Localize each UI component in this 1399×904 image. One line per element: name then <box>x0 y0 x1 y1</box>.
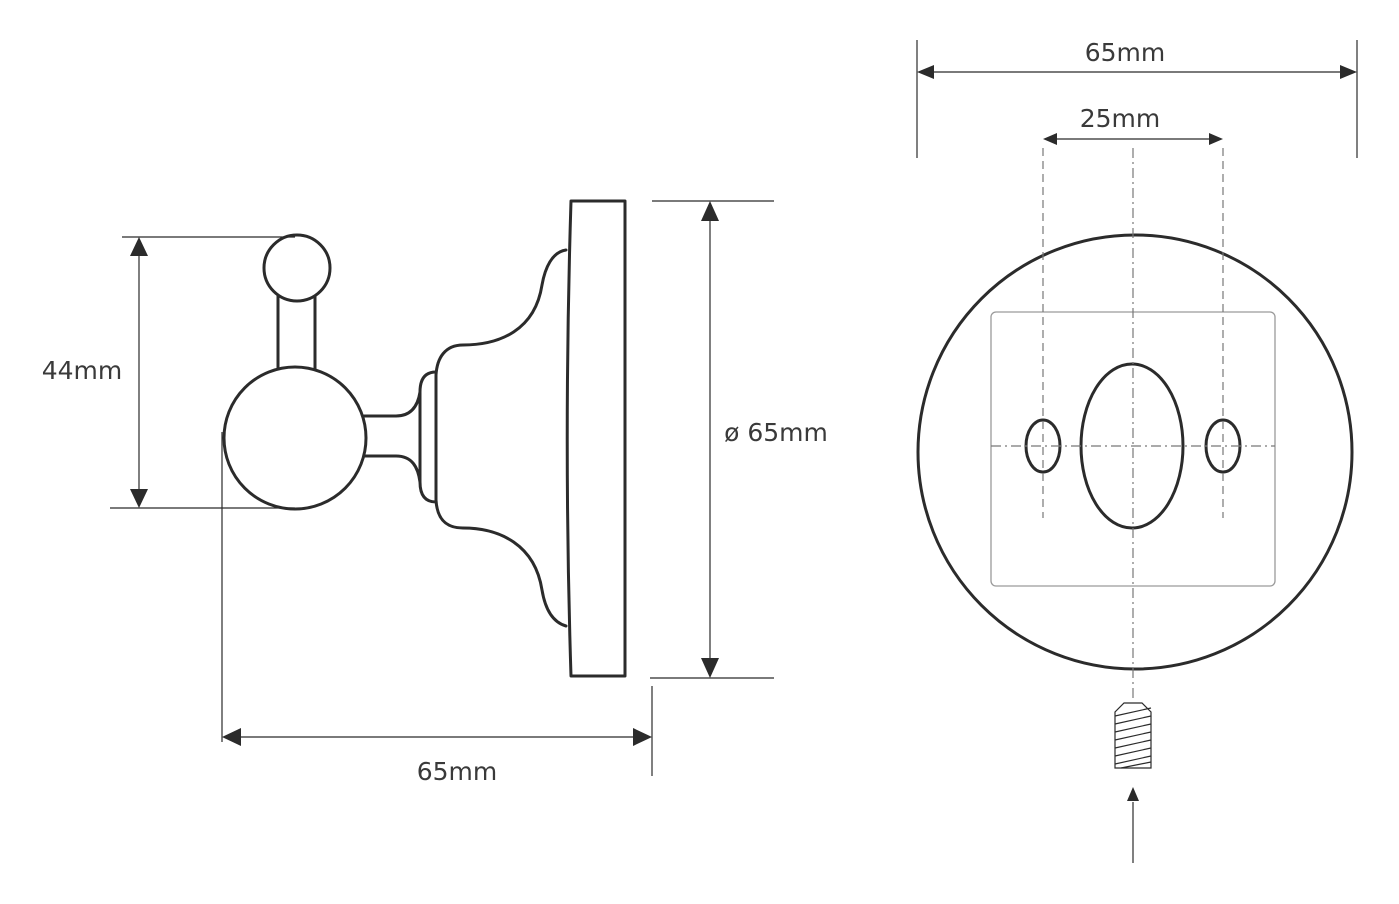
dimension-44mm: 44mm <box>42 237 148 508</box>
rosette-plate <box>565 199 627 678</box>
side-view: 44mm 65mm ø 65mm <box>42 199 838 786</box>
neck-collar <box>418 370 438 504</box>
hole-spacing-label: 25mm <box>1080 104 1161 133</box>
diameter-label: ø 65mm <box>724 418 828 447</box>
depth-label: 65mm <box>417 757 498 786</box>
hook-arm-upper <box>362 390 422 418</box>
height-label: 44mm <box>42 356 123 385</box>
hook-arm-lower <box>362 454 422 484</box>
rosette-outline <box>916 233 1354 671</box>
front-view: 65mm 25mm <box>916 38 1358 863</box>
dimension-hole-spacing: 25mm <box>1043 104 1223 145</box>
hook-stem <box>276 290 317 374</box>
set-screw <box>1114 702 1152 769</box>
hook-main-ball <box>222 365 368 511</box>
width-label: 65mm <box>1085 38 1166 67</box>
rosette-base <box>434 248 568 628</box>
dimension-width-65mm: 65mm <box>917 38 1357 79</box>
hook-top-knob <box>262 233 332 303</box>
dimension-diameter: ø 65mm <box>701 201 838 678</box>
dimension-depth-65mm: 65mm <box>222 728 652 786</box>
insertion-arrow <box>1127 787 1139 863</box>
